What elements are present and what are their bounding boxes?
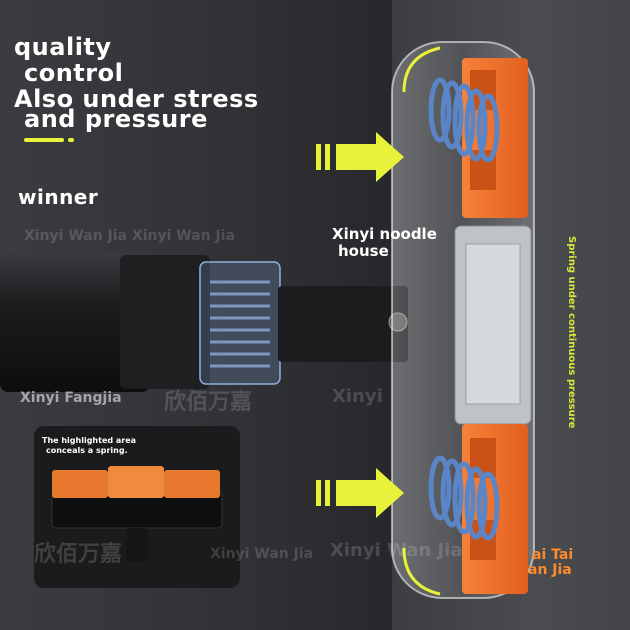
subheading: winner xyxy=(18,185,99,209)
inset-pad-right xyxy=(164,470,220,498)
callout-line-1: Xinyi noodle xyxy=(332,225,437,243)
inset-caption-line-2: conceals a spring. xyxy=(46,446,128,455)
headline-line-2: control xyxy=(24,59,124,87)
bottom-spring xyxy=(428,455,500,541)
inset-pad-left xyxy=(52,470,108,498)
spring-pressure-label: Spring under continuous pressure xyxy=(566,236,577,429)
accent-bar xyxy=(24,138,64,142)
watermark-1: Xinyi Wan Jia Xinyi Wan Jia xyxy=(24,228,235,244)
accent-dot xyxy=(68,138,74,142)
housing-highlight-top xyxy=(402,46,441,93)
inset-stem xyxy=(126,528,148,562)
watermark-2: Xinyi Fangjia xyxy=(20,390,122,406)
watermark-5: Xinyi Wan Jia xyxy=(330,540,463,561)
housing-highlight-bottom xyxy=(402,547,441,596)
inset-caption-line-1: The highlighted area xyxy=(42,436,137,445)
watermark-4: Xinyi xyxy=(332,386,383,407)
handle-collar xyxy=(120,255,210,389)
bottom-arrow xyxy=(316,468,404,518)
watermark-3: Xinyi Wan Jia xyxy=(210,546,314,562)
watermark-7: 欣佰万嘉 xyxy=(34,542,123,567)
brand-tag-line-2: an Jia xyxy=(528,562,572,578)
thread-lines xyxy=(210,280,270,368)
top-spring xyxy=(428,77,500,163)
watermark-6: 欣佰万嘉 xyxy=(164,390,253,415)
headline-line-1: quality xyxy=(14,33,112,61)
top-arrow xyxy=(316,132,404,182)
inset-illustration xyxy=(34,426,240,588)
headline-line-3: Also under stress xyxy=(14,85,259,113)
inner-shaft xyxy=(278,286,408,362)
callout-line-2: house xyxy=(338,242,389,260)
headline-line-4: and pressure xyxy=(24,105,208,133)
center-block-inner xyxy=(465,243,521,405)
brand-tag-line-1: ai Tai xyxy=(532,547,574,563)
handle-rod xyxy=(0,252,150,392)
inset-pad-center xyxy=(108,466,164,498)
